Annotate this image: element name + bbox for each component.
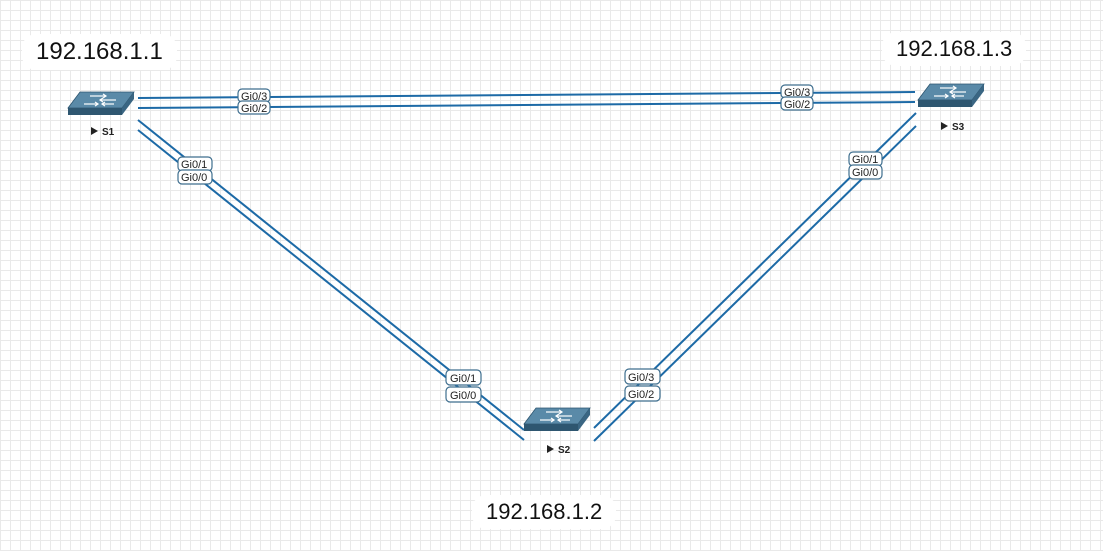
svg-text:Gi0/0: Gi0/0 (181, 172, 207, 184)
switch-s1[interactable]: S1 (67, 91, 135, 138)
svg-text:Gi0/2: Gi0/2 (784, 99, 810, 111)
switch-s1-label: S1 (102, 127, 115, 138)
svg-text:Gi0/0: Gi0/0 (852, 167, 878, 179)
switch-icon (917, 83, 985, 108)
play-triangle-icon (547, 445, 554, 453)
svg-text:Gi0/2: Gi0/2 (628, 389, 654, 401)
svg-text:Gi0/0: Gi0/0 (450, 390, 476, 402)
play-triangle-icon (941, 122, 948, 130)
port-label-s1-gi00: Gi0/0 (177, 169, 213, 185)
port-label-s2-gi01: Gi0/1 (445, 369, 482, 386)
port-label-s1-gi02: Gi0/2 (237, 100, 271, 115)
play-triangle-icon (91, 127, 98, 135)
port-label-s2-gi03: Gi0/3 (624, 368, 661, 385)
port-label-s1-gi03: Gi0/3 (237, 88, 271, 103)
switch-icon (67, 91, 135, 116)
switch-s2-label: S2 (558, 445, 571, 456)
svg-text:Gi0/3: Gi0/3 (784, 87, 810, 99)
switch-s3[interactable]: S3 (917, 83, 985, 133)
port-label-s1-gi01: Gi0/1 (177, 156, 213, 172)
port-label-s2-gi02: Gi0/2 (624, 385, 661, 402)
port-label-s3-gi00: Gi0/0 (848, 164, 883, 180)
ip-label-s3: 192.168.1.3 (882, 32, 1027, 66)
svg-text:Gi0/1: Gi0/1 (450, 373, 476, 385)
switch-s2[interactable]: S2 (523, 407, 591, 456)
svg-text:Gi0/3: Gi0/3 (241, 91, 267, 103)
svg-text:Gi0/1: Gi0/1 (852, 154, 878, 166)
svg-text:Gi0/1: Gi0/1 (181, 159, 207, 171)
port-label-s3-gi02: Gi0/2 (780, 96, 814, 111)
switch-icon (523, 407, 591, 432)
svg-text:Gi0/2: Gi0/2 (241, 103, 267, 115)
port-label-s3-gi01: Gi0/1 (848, 151, 883, 167)
switch-s3-label: S3 (952, 122, 965, 133)
ip-label-s1: 192.168.1.1 (22, 34, 177, 70)
svg-text:Gi0/3: Gi0/3 (628, 372, 654, 384)
port-label-s2-gi00: Gi0/0 (445, 386, 482, 403)
ip-label-s2: 192.168.1.2 (472, 495, 617, 529)
